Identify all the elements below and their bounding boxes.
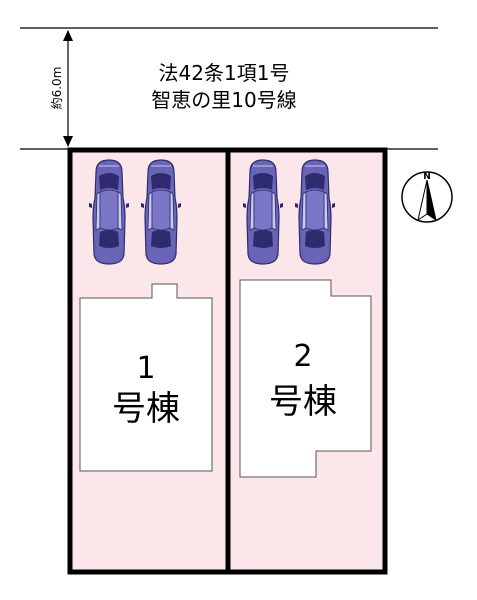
road-width-label: 約6.0m: [49, 67, 64, 110]
north-label: N: [423, 172, 431, 182]
north-compass-icon: N: [401, 171, 453, 223]
building-2: [239, 279, 372, 478]
road-name: 智恵の里10号線: [151, 88, 296, 112]
road-width-dimension: 約6.0m: [49, 30, 73, 147]
lot-2-label: 号棟: [269, 382, 337, 422]
building-1: [79, 283, 213, 472]
lot-1-label: 号棟: [112, 389, 180, 429]
road-classification: 法42条1項1号: [159, 61, 290, 85]
lot-2-number: 2: [293, 339, 312, 374]
lot-1-number: 1: [136, 351, 155, 386]
